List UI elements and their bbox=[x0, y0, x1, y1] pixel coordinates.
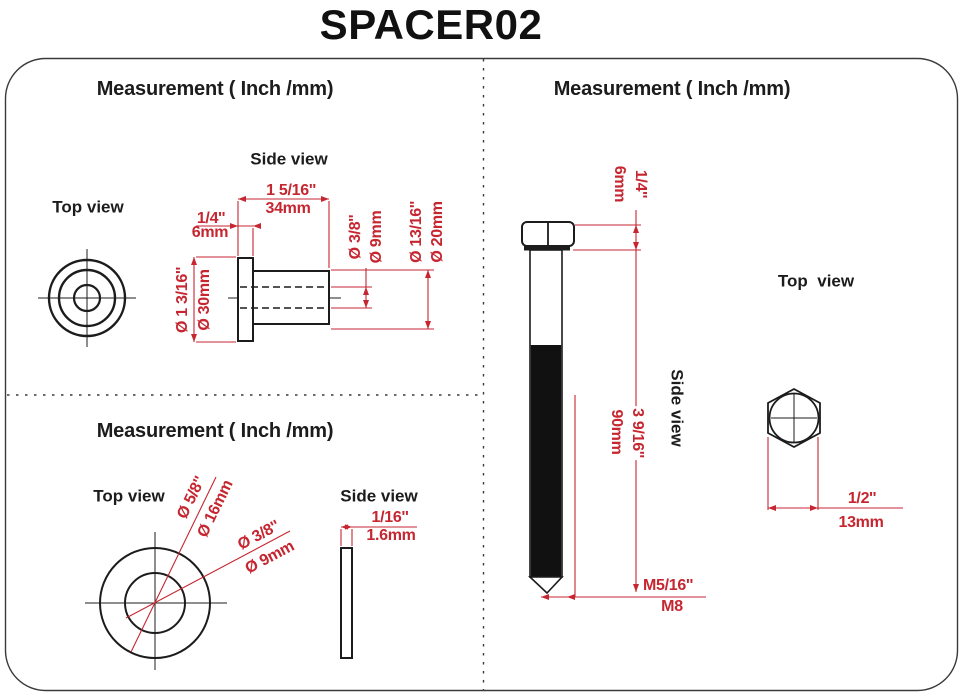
spacer-top-view-drawing bbox=[38, 249, 136, 347]
dim-bolt-hex-mm: 13mm bbox=[838, 514, 884, 531]
bolt-dimension-lines bbox=[541, 210, 903, 600]
bolt-dimension-arrows bbox=[541, 225, 818, 600]
dim-spacer-bore-inch: Ø 3/8'' bbox=[347, 214, 364, 260]
dim-bolt-length-inch: 3 9/16'' bbox=[629, 406, 646, 460]
panel2-header: Measurement ( Inch /mm) bbox=[96, 420, 334, 442]
dim-spacer-flange-mm: 6mm bbox=[191, 224, 229, 241]
panel3-side-view-label: Side view bbox=[667, 369, 687, 447]
washer-dimension-lines bbox=[340, 524, 417, 546]
bolt-head-top-view-drawing bbox=[767, 387, 821, 449]
dim-bolt-thread-inch: M5/16'' bbox=[643, 577, 693, 594]
dim-bolt-length-mm: 90mm bbox=[608, 409, 625, 455]
panel3-top-view-label: Top view bbox=[777, 271, 855, 291]
panel1-side-view-label: Side view bbox=[250, 149, 328, 169]
dim-bolt-hex-inch: 1/2'' bbox=[847, 490, 877, 507]
panel2-top-view-label: Top view bbox=[93, 486, 165, 506]
page-title: SPACER02 bbox=[319, 1, 543, 48]
dim-bolt-head-inch: 1/4'' bbox=[632, 167, 649, 201]
dim-washer-thickness-mm: 1.6mm bbox=[366, 527, 416, 544]
frame bbox=[4, 57, 959, 692]
dim-bolt-thread-metric: M8 bbox=[661, 598, 683, 615]
bolt-side-view-drawing bbox=[521, 221, 575, 595]
border-frame bbox=[4, 57, 959, 692]
panel1-header: Measurement ( Inch /mm) bbox=[96, 78, 334, 100]
dim-spacer-length-inch: 1 5/16'' bbox=[266, 182, 316, 199]
panel2-side-view-label: Side view bbox=[340, 486, 418, 506]
washer-side-view-drawing bbox=[340, 547, 353, 659]
dim-spacer-body-od-mm: Ø 20mm bbox=[429, 201, 446, 263]
dim-spacer-body-od-inch: Ø 13/16'' bbox=[408, 201, 425, 263]
dim-spacer-flange-od-inch: Ø 1 3/16'' bbox=[174, 267, 191, 333]
dim-spacer-bore-mm: Ø 9mm bbox=[368, 210, 385, 264]
washer-top-view-drawing bbox=[85, 532, 227, 670]
spacer-dimension-lines bbox=[191, 196, 434, 343]
dim-bolt-head-mm: 6mm bbox=[611, 165, 628, 203]
panel1-top-view-label: Top view bbox=[52, 197, 124, 217]
dim-spacer-flange-od-mm: Ø 30mm bbox=[196, 269, 213, 331]
dim-washer-thickness-inch: 1/16'' bbox=[371, 509, 409, 526]
spacer-dimension-arrows bbox=[191, 196, 431, 342]
dim-spacer-length-mm: 34mm bbox=[265, 200, 311, 217]
washer-diameter-leaders bbox=[125, 476, 291, 653]
panel3-header: Measurement ( Inch /mm) bbox=[553, 78, 791, 100]
dim-spacer-flange-inch: 1/4'' bbox=[196, 210, 226, 227]
spacer-side-view-drawing bbox=[228, 257, 341, 342]
